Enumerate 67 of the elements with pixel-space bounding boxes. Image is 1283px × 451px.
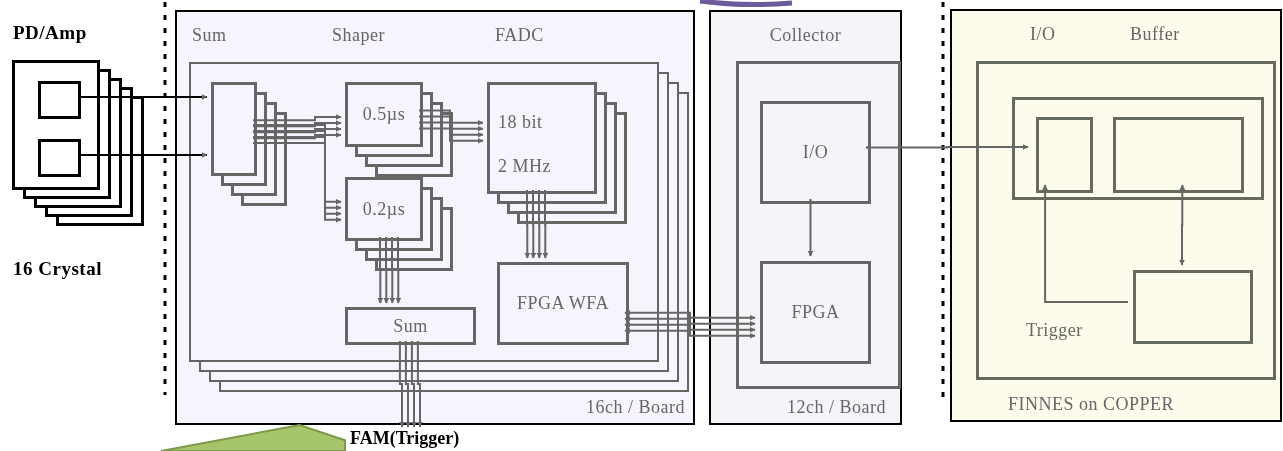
arrow	[389, 236, 396, 304]
collector-board	[736, 61, 901, 389]
block-label: FPGA WFA	[516, 292, 610, 316]
arrow	[383, 236, 390, 304]
photodiode-box	[38, 139, 81, 177]
block-label: Shaper	[332, 24, 385, 47]
arrow	[252, 120, 342, 128]
io-block	[760, 101, 871, 204]
buffer-group	[1012, 97, 1264, 200]
fpga-block	[497, 262, 629, 345]
block-label: I/O	[1030, 23, 1056, 46]
block-label: 16ch / Board	[586, 396, 685, 419]
shaper-block	[345, 177, 423, 241]
block-label: 0.2µs	[361, 197, 407, 221]
arrow	[252, 126, 342, 134]
readout-board	[976, 61, 1276, 380]
block-label: FADC	[495, 24, 544, 47]
block-label: PD/Amp	[13, 21, 87, 45]
adc-block	[487, 82, 597, 194]
block-label: Buffer	[1130, 23, 1180, 46]
arrow	[410, 340, 417, 428]
arrow	[395, 236, 402, 304]
block-label: Sum	[392, 314, 429, 338]
arrow	[252, 114, 342, 122]
arrow	[624, 321, 756, 333]
block-label: I/O	[801, 141, 830, 164]
arrow	[418, 115, 484, 132]
collector-panel	[709, 10, 902, 425]
arrow	[536, 189, 543, 259]
block-label: Collector	[768, 24, 843, 47]
arrow	[542, 189, 549, 259]
arrow	[865, 144, 1029, 151]
readout-panel	[950, 9, 1282, 422]
board-panel	[175, 10, 695, 425]
arrow	[530, 189, 537, 259]
shaper-block	[345, 82, 423, 147]
arrow	[398, 340, 405, 428]
arrow	[1042, 184, 1129, 303]
io-block	[1036, 117, 1093, 193]
side-caption: Trigger	[1026, 319, 1083, 342]
side-caption: 16 Crystal	[13, 257, 102, 281]
arrow	[418, 109, 484, 126]
arrow	[377, 236, 384, 304]
block-label: 0.5µs	[361, 103, 407, 126]
arrow	[624, 309, 756, 321]
output-label: FAM(Trigger)	[350, 427, 480, 449]
arrow	[404, 340, 411, 428]
arrow	[418, 127, 484, 144]
arrow	[416, 340, 423, 428]
photodiode-box	[38, 81, 81, 119]
block-label: FPGA	[790, 301, 841, 324]
arrow	[807, 198, 814, 257]
fpga-block	[760, 261, 871, 364]
block-label: 2 MHz	[498, 155, 551, 178]
block-label: 12ch / Board	[787, 396, 886, 419]
arrow	[624, 327, 756, 339]
arrow	[418, 121, 484, 138]
summing-block	[211, 82, 257, 176]
buffer-block	[1113, 117, 1244, 193]
arrow	[1179, 184, 1186, 266]
block-label: Sum	[192, 24, 227, 47]
block-label: 18 bit	[498, 111, 543, 134]
arrow	[524, 189, 531, 259]
block-label: FINNES on COPPER	[1008, 393, 1175, 416]
arrow	[252, 132, 342, 140]
summing-block	[345, 307, 476, 345]
arrow	[624, 315, 756, 327]
